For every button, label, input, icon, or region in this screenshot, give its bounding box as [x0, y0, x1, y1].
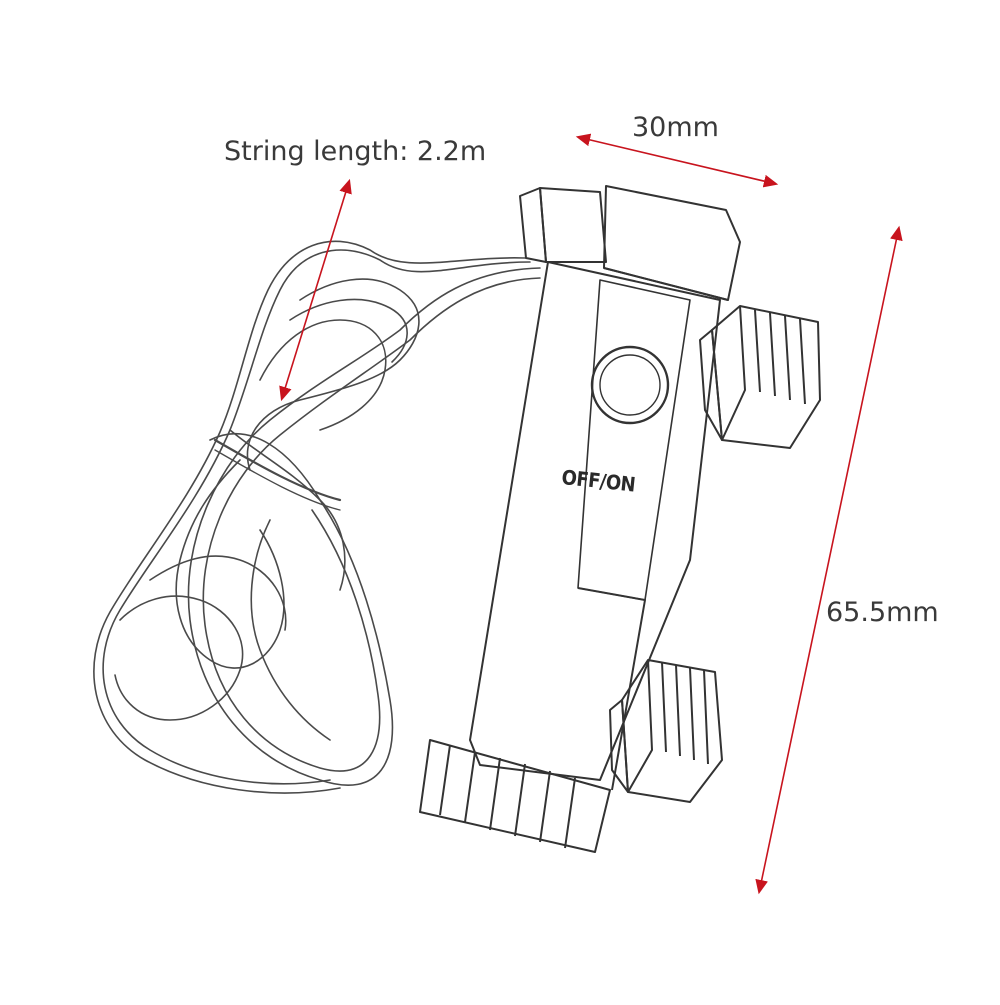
battery-box	[419, 185, 821, 853]
string-length-arrow	[279, 178, 352, 402]
width-dimension-label: 30mm	[632, 112, 719, 143]
string-lights-coil	[93, 240, 541, 794]
height-dimension-label: 65.5mm	[826, 597, 939, 628]
height-arrow	[755, 225, 903, 895]
dimension-arrows	[279, 133, 903, 895]
string-length-label: String length: 2.2m	[224, 136, 487, 167]
width-arrow	[575, 133, 779, 188]
